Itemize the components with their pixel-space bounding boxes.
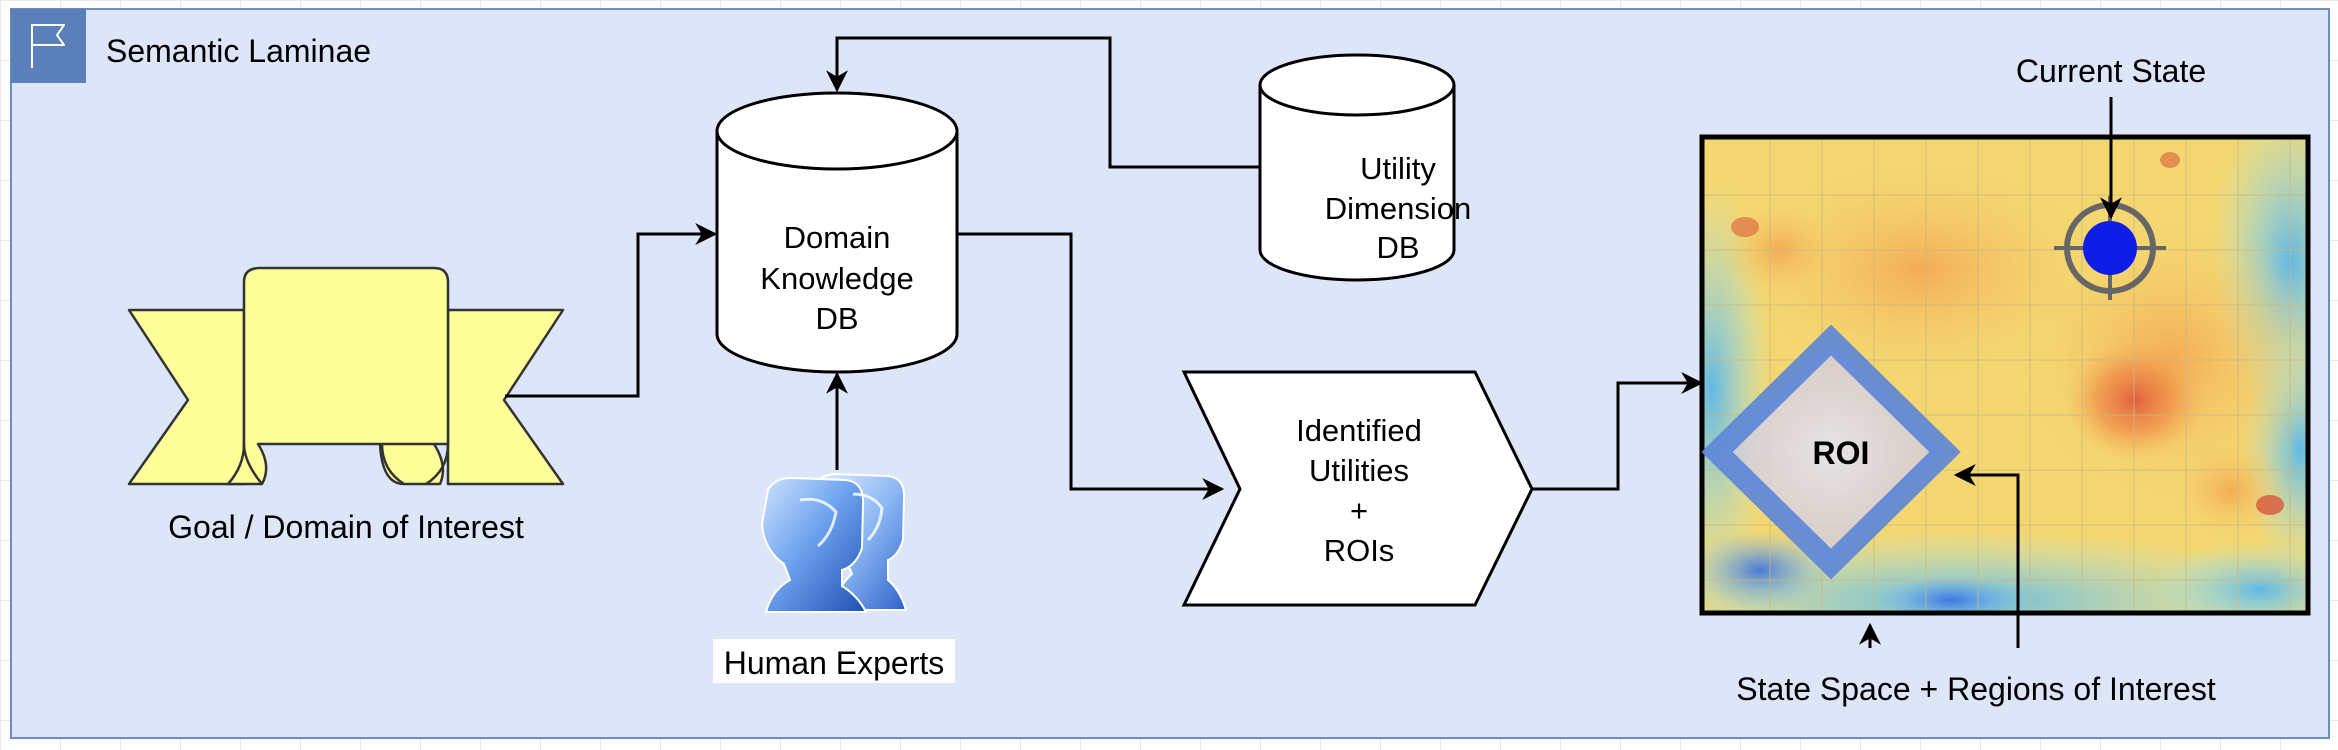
domain-db-line-2: Knowledge [760,261,913,296]
state-space-map: ROI Current State State Space + Regions … [1699,53,2311,707]
arrow-identified-to-state-space [1532,372,1704,491]
arrow-goal-to-domain-db [505,223,718,398]
flag-icon [11,9,86,83]
identified-utilities-rois: Identified Utilities + ROIs [1181,370,1534,607]
identified-line-1: Identified [1296,413,1422,448]
lamina-title: Semantic Laminae [106,33,371,69]
crosshair-target-icon [2054,196,2166,300]
arrow-utility-db-to-domain-db [826,36,1259,169]
current-state-label: Current State [2016,53,2206,89]
arrow-domain-db-to-identified [958,232,1225,500]
identified-line-2: Utilities [1309,453,1409,488]
human-experts-icon [760,472,908,613]
arrow-label-to-roi [1953,464,2020,648]
human-experts: Human Experts [713,472,955,683]
connectors [505,36,2122,648]
utility-db-line-3: DB [1376,230,1419,265]
goal-label: Goal / Domain of Interest [168,509,524,545]
identified-line-3: + [1350,493,1368,528]
domain-knowledge-db: Domain Knowledge DB [715,91,959,374]
roi-label: ROI [1813,435,1870,471]
state-space-label: State Space + Regions of Interest [1736,671,2216,707]
utility-dimension-db: Utility Dimension DB [1258,53,1471,282]
identified-line-4: ROIs [1324,533,1395,568]
utility-db-line-1: Utility [1360,151,1436,186]
utility-db-line-2: Dimension [1325,191,1471,226]
experts-label: Human Experts [724,645,945,681]
domain-db-line-3: DB [815,301,858,336]
domain-db-line-1: Domain [784,220,891,255]
roi-region: ROI [1701,324,1961,580]
